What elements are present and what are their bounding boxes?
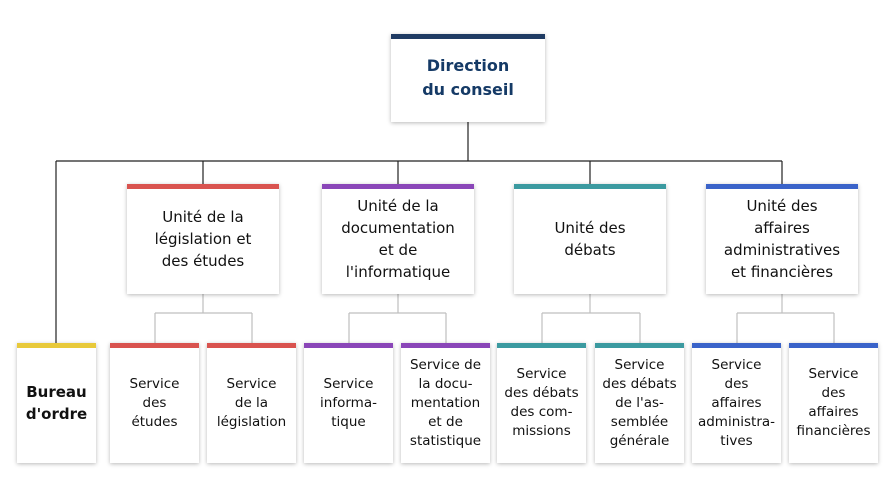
service-color-bar [789,343,878,348]
service-color-bar [401,343,490,348]
unit-box-debats: Unité des débats [514,184,666,294]
root-color-bar [391,34,545,39]
service-box-legislation: Service de la législation [207,343,296,463]
root-label: Direction du conseil [422,56,514,99]
service-label: Service des débats des com- missions [504,366,579,439]
service-box-debats-assemblee: Service des débats de l'as- semblée géné… [595,343,684,463]
service-color-bar [692,343,781,348]
unit-label: Unité de la législation et des études [154,208,252,270]
service-label: Service de la docu- mentation et de stat… [409,356,482,449]
unit-color-bar [514,184,666,189]
service-label: Service des affaires administra- tives [697,356,776,449]
unit-box-legislation: Unité de la législation et des études [127,184,279,294]
service-color-bar [304,343,393,348]
bureau-label: Bureau d'ordre [25,383,88,423]
main-connectors [55,122,783,343]
service-color-bar [497,343,586,348]
unit-box-affaires: Unité des affaires administratives et fi… [706,184,858,294]
service-color-bar [595,343,684,348]
service-box-etudes: Service des études [110,343,199,463]
service-color-bar [110,343,199,348]
bureau-color-bar [17,343,96,348]
service-label: Service de la législation [216,375,287,430]
service-box-informatique: Service informa- tique [304,343,393,463]
root-box-direction: Direction du conseil [391,34,545,122]
unit-color-bar [127,184,279,189]
unit-color-bar [322,184,474,189]
service-box-affaires-financieres: Service des affaires financières [789,343,878,463]
service-color-bar [207,343,296,348]
service-label: Service des affaires financières [796,366,871,439]
unit-label: Unité de la documentation et de l'inform… [341,197,455,281]
bureau-box: Bureau d'ordre [17,343,96,463]
service-box-affaires-administratives: Service des affaires administra- tives [692,343,781,463]
service-label: Service des débats de l'as- semblée géné… [602,356,677,449]
service-label: Service informa- tique [320,375,377,430]
unit-label: Unité des débats [554,219,626,259]
service-label: Service des études [129,375,180,430]
service-box-documentation: Service de la docu- mentation et de stat… [401,343,490,463]
unit-color-bar [706,184,858,189]
service-connectors [154,294,835,343]
unit-label: Unité des affaires administratives et fi… [723,197,841,281]
unit-box-documentation: Unité de la documentation et de l'inform… [322,184,474,294]
service-box-debats-commissions: Service des débats des com- missions [497,343,586,463]
